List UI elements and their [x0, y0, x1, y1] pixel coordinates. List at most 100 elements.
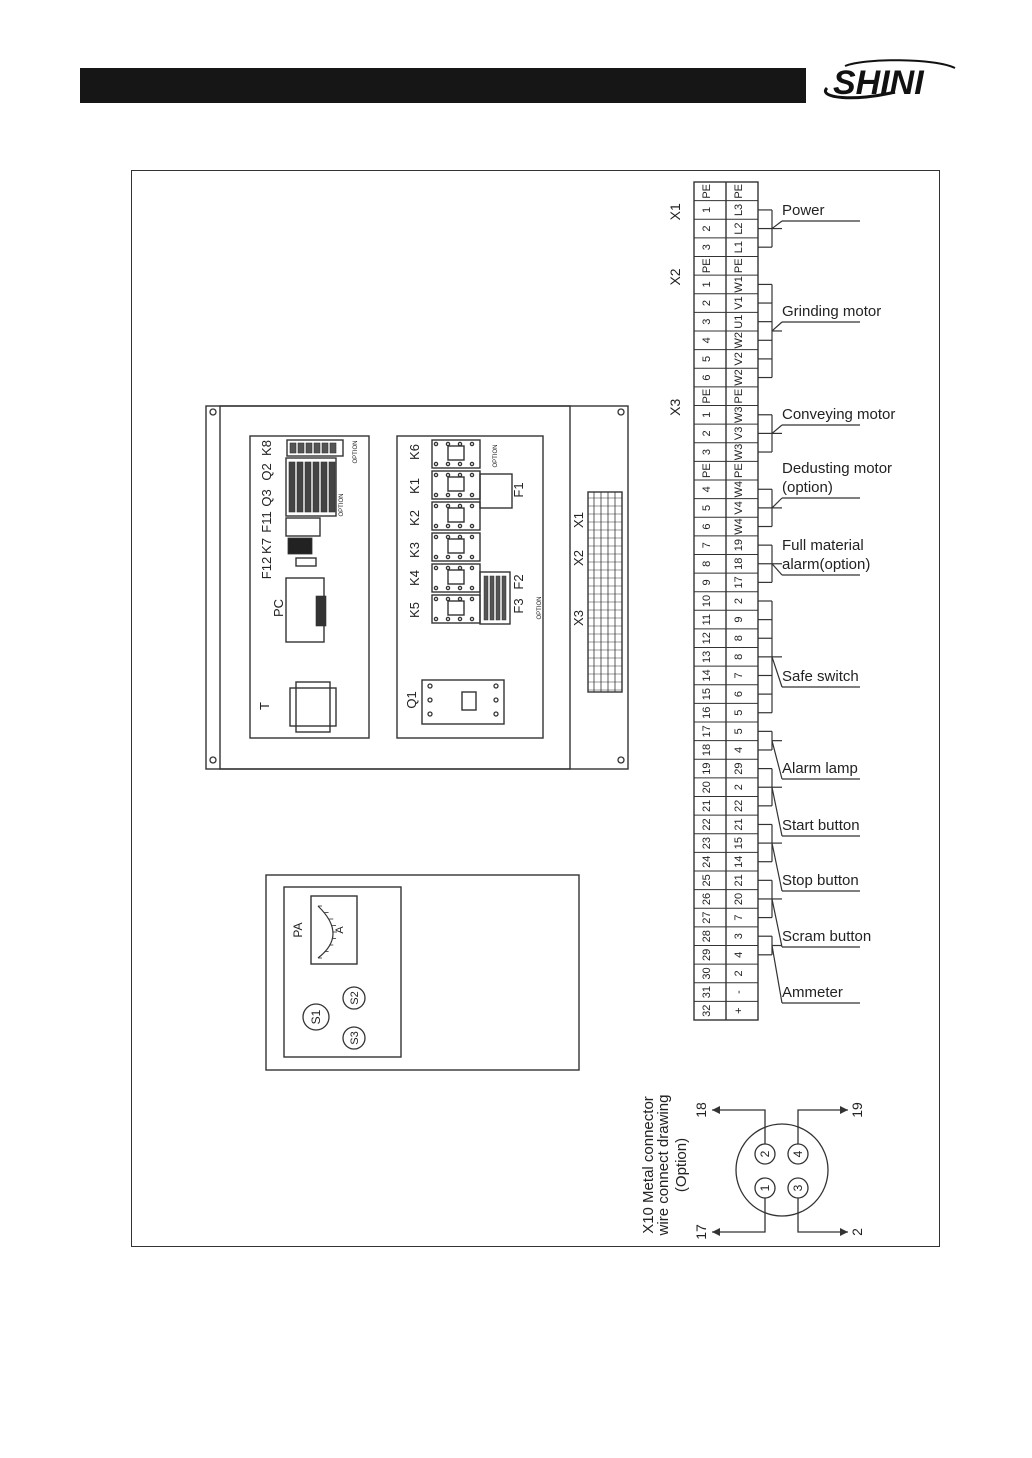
option-note: OPTION: [493, 444, 499, 467]
terminal-screw: [469, 523, 475, 529]
k8-module: [286, 439, 344, 457]
terminal-wire-label: 7: [733, 672, 745, 678]
terminal-screw: [427, 711, 433, 717]
label-pc: PC: [271, 599, 286, 617]
contactor: [431, 594, 481, 624]
bracket-link: [771, 321, 783, 332]
terminal-number: 32: [701, 1005, 713, 1017]
terminal-screw: [493, 683, 499, 689]
terminal-number: 3: [701, 319, 713, 325]
terminal-screw: [469, 461, 475, 467]
terminal-number: 12: [701, 632, 713, 644]
terminal-screw: [433, 472, 439, 478]
pc-connector: [315, 595, 327, 627]
label-f3: F3: [511, 598, 526, 613]
arrow-head: [840, 1228, 848, 1236]
strip-label-x3: X3: [571, 610, 586, 626]
function-label: Scram button: [782, 928, 871, 945]
function-label-2: alarm(option): [782, 556, 870, 573]
label-t: T: [257, 702, 272, 710]
terminal-wire-label: W1: [733, 276, 745, 293]
wire-18: [712, 1109, 766, 1144]
pin-label: 4: [791, 1150, 805, 1157]
label-k2: K2: [407, 510, 422, 526]
group-label-x1: X1: [667, 203, 683, 220]
contactor: [431, 439, 481, 469]
contactor-window: [447, 445, 465, 461]
terminal-number: 10: [701, 595, 713, 607]
door-panel: [265, 874, 580, 1071]
terminal-number: 7: [701, 542, 713, 548]
connector-title-3: (Option): [673, 1138, 690, 1192]
terminal-number: 2: [701, 300, 713, 306]
terminal-screw: [445, 503, 451, 509]
terminal-wire-label: 20: [733, 893, 745, 905]
terminal-screw: [457, 596, 463, 602]
terminal-number: 22: [701, 818, 713, 830]
terminal-wire-label: W3: [733, 407, 745, 424]
terminal-screw: [433, 616, 439, 622]
ammeter-scale: [317, 905, 334, 959]
terminal-screw: [469, 441, 475, 447]
terminal-number: 17: [701, 725, 713, 737]
terminal-screw: [433, 441, 439, 447]
terminal-number: 26: [701, 893, 713, 905]
terminal-screw: [433, 554, 439, 560]
terminal-wire-label: 18: [733, 558, 745, 570]
terminal-number: 24: [701, 856, 713, 868]
pin-label: 3: [791, 1184, 805, 1191]
diagram-frame: [131, 170, 940, 1247]
s3-label: S3: [349, 1031, 361, 1044]
ammeter: [310, 895, 358, 965]
contactor: [431, 501, 481, 531]
terminal-wire-label: U1: [733, 315, 745, 329]
label-k4: K4: [407, 570, 422, 586]
terminal-screw: [469, 585, 475, 591]
module-slot: [297, 442, 305, 454]
panel-terminal-strips: [587, 491, 623, 693]
terminal-number: 29: [701, 949, 713, 961]
terminal-wire-label: 22: [733, 800, 745, 812]
terminal-screw: [469, 503, 475, 509]
terminal-number: 21: [701, 800, 713, 812]
transformer: [289, 687, 337, 727]
function-label: Grinding motor: [782, 303, 881, 320]
terminal-wire-label: W4: [733, 518, 745, 535]
terminal-screw: [469, 554, 475, 560]
breaker-pole: [328, 461, 336, 513]
terminal-number: PE: [701, 389, 713, 404]
overload-strip: [489, 575, 495, 621]
terminal-wire-label: V2: [733, 352, 745, 365]
terminal-screw: [469, 534, 475, 540]
strip-label-x2: X2: [571, 550, 586, 566]
wire-label-19: 19: [849, 1102, 865, 1118]
terminal-wire-label: W2: [733, 332, 745, 349]
terminal-wire-label: 21: [733, 818, 745, 830]
terminal-screw: [457, 565, 463, 571]
label-k3: K3: [407, 542, 422, 558]
terminal-wire-label: +: [733, 1007, 745, 1013]
function-label-2: (option): [782, 479, 833, 496]
terminal-wire-label: -: [733, 990, 745, 994]
f12-fuse: [295, 557, 317, 567]
function-label: Conveying motor: [782, 406, 895, 423]
s2-switch: [342, 986, 366, 1010]
terminal-screw: [445, 472, 451, 478]
bracket-link: [771, 842, 783, 892]
wire-label-17: 17: [693, 1224, 709, 1240]
strip-label-x1: X1: [571, 512, 586, 528]
svg-text:SHINI: SHINI: [833, 64, 925, 102]
label-q3: Q3: [259, 489, 274, 506]
mounting-hole: [209, 408, 217, 416]
s3-switch: [342, 1026, 366, 1050]
terminal-number: 9: [701, 579, 713, 585]
connector-body: [735, 1123, 829, 1217]
terminal-number: 23: [701, 837, 713, 849]
terminal-screw: [433, 565, 439, 571]
contactor: [431, 563, 481, 593]
terminal-screw: [469, 596, 475, 602]
terminal-screw: [457, 534, 463, 540]
bracket-link: [771, 656, 783, 688]
terminal-number: 2: [701, 225, 713, 231]
terminal-wire-label: 2: [733, 784, 745, 790]
